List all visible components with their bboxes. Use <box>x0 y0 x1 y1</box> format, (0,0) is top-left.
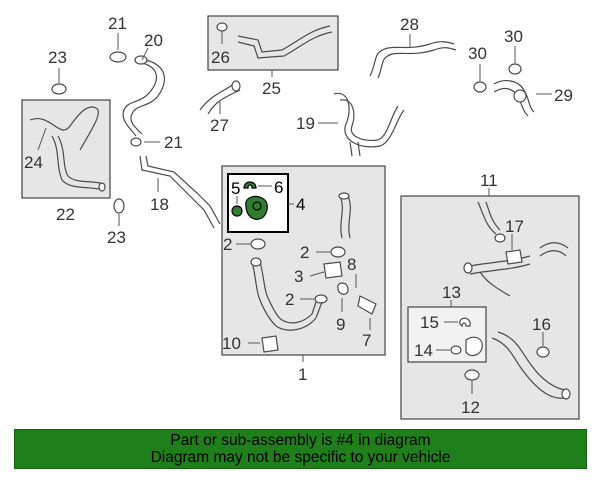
callout-30-right: 30 <box>504 27 523 46</box>
highlight-part-thermostat <box>245 195 268 220</box>
highlight-part-5 <box>231 196 243 217</box>
callout-10: 10 <box>222 334 241 353</box>
clamp-30-left <box>473 64 487 93</box>
callout-22: 22 <box>56 205 75 224</box>
clamp-21-lower <box>130 137 160 147</box>
hose-upper-center <box>338 192 351 239</box>
fitting-3 <box>309 261 343 279</box>
callout-23-bottom: 23 <box>107 228 126 247</box>
frame-22 <box>21 99 111 199</box>
callout-20: 20 <box>144 31 163 50</box>
hose-28 <box>369 34 457 79</box>
info-banner: Part or sub-assembly is #4 in diagram Di… <box>14 429 587 469</box>
hose-20 <box>122 47 165 137</box>
hose-right-upper <box>463 201 569 297</box>
callout-23-top: 23 <box>48 48 67 67</box>
hose-29 <box>493 80 552 117</box>
banner-line-1: Part or sub-assembly is #4 in diagram <box>170 432 431 449</box>
callout-24: 24 <box>24 153 43 172</box>
clamp-23-top <box>51 68 67 95</box>
callout-9: 9 <box>336 315 345 334</box>
callout-7: 7 <box>362 331 371 350</box>
callout-2-a: 2 <box>223 235 232 254</box>
hose-24 <box>29 106 106 192</box>
callout-6: 6 <box>274 178 283 197</box>
pipe-18 <box>139 155 221 229</box>
callout-8: 8 <box>347 255 356 274</box>
callout-30-left: 30 <box>468 44 487 63</box>
clamp-10 <box>248 335 279 353</box>
hose-27 <box>199 80 241 115</box>
callout-18: 18 <box>150 195 169 214</box>
banner-line-2: Diagram may not be specific to your vehi… <box>150 449 451 466</box>
sensor-7 <box>357 295 377 330</box>
callout-29: 29 <box>554 86 573 105</box>
callout-2-c: 2 <box>285 290 294 309</box>
callout-16: 16 <box>532 315 551 334</box>
callout-12: 12 <box>461 398 480 417</box>
clamp-23-bottom <box>113 198 125 226</box>
clamp-2-b <box>316 246 346 258</box>
callout-19: 19 <box>296 114 315 133</box>
callout-26: 26 <box>211 48 230 67</box>
callout-5: 5 <box>231 179 240 198</box>
callout-15: 15 <box>420 313 439 332</box>
fitting-17 <box>505 234 523 265</box>
clip-15 <box>444 317 471 328</box>
callout-25: 25 <box>262 79 281 98</box>
callout-1: 1 <box>298 365 307 384</box>
callout-21-top: 21 <box>108 14 127 33</box>
callout-11: 11 <box>480 171 498 190</box>
highlight-part-6 <box>243 181 272 189</box>
callout-28: 28 <box>400 15 419 34</box>
callout-3: 3 <box>294 267 303 286</box>
pipe-lower-center <box>250 257 323 331</box>
clamp-16 <box>536 332 550 358</box>
frame-25 <box>207 15 339 71</box>
hose-right-lower <box>491 331 571 400</box>
callout-21-lower: 21 <box>164 133 183 152</box>
callout-2-b: 2 <box>300 243 309 262</box>
hose-19 <box>318 92 405 157</box>
callout-4: 4 <box>296 195 305 214</box>
oring-14 <box>436 336 483 357</box>
clamp-2-a <box>236 238 266 250</box>
clamp-12 <box>464 369 480 394</box>
clamp-30-right <box>508 46 522 75</box>
clamp-21-top <box>109 33 127 63</box>
callout-13: 13 <box>442 283 461 302</box>
callout-17: 17 <box>505 217 524 236</box>
clip-9 <box>337 282 349 312</box>
callout-27: 27 <box>210 116 229 135</box>
pipe-26 <box>216 22 333 59</box>
parts-diagram: 21 20 21 23 24 22 23 18 <box>21 14 580 420</box>
callout-14: 14 <box>414 341 433 360</box>
